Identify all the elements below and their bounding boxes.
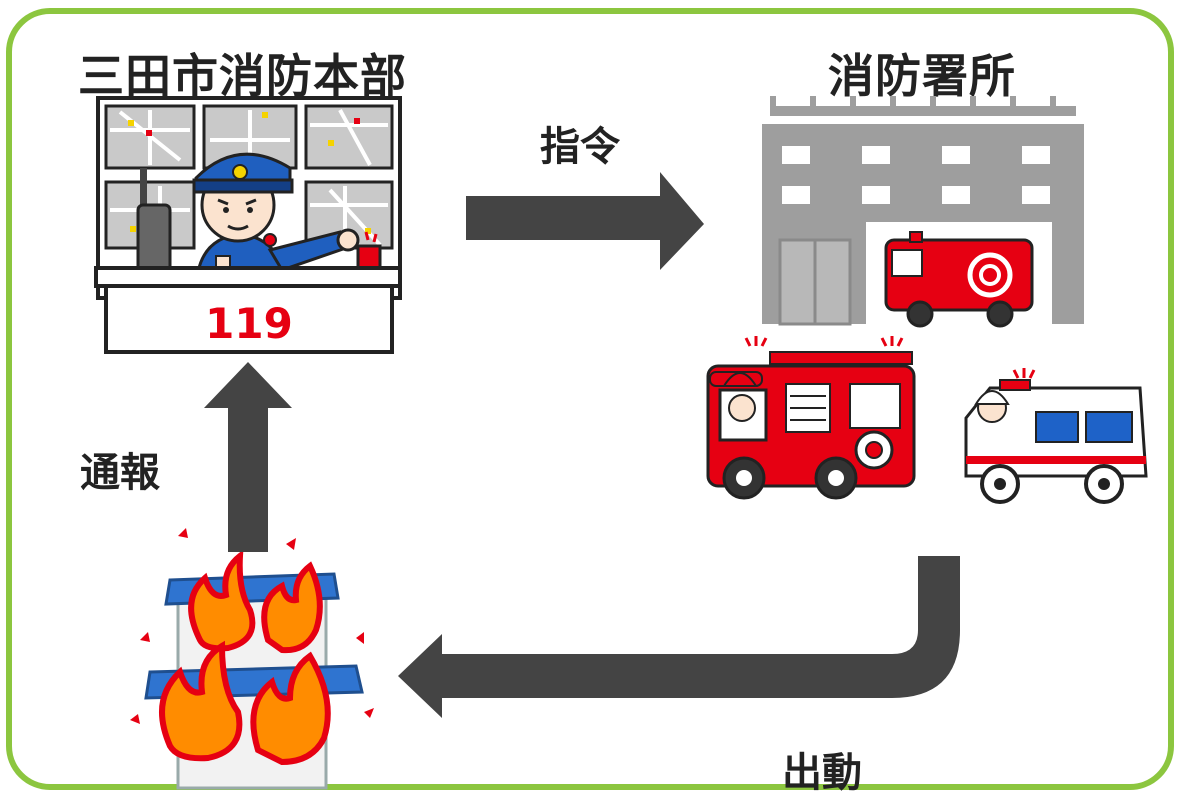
order-label: 指令	[540, 124, 620, 170]
hq-title: 三田市消防本部	[78, 49, 407, 103]
flow-arrows	[204, 172, 960, 718]
desk-119-text: 119	[205, 299, 293, 348]
dispatch-arrow	[398, 556, 960, 718]
station-title: 消防署所	[828, 49, 1016, 103]
order-arrow	[466, 172, 704, 270]
burning-house-icon	[130, 528, 374, 790]
dispatch-label: 出動	[782, 750, 862, 796]
dispatcher-console-icon: 119	[94, 96, 402, 354]
report-label: 通報	[80, 450, 160, 496]
fire-station-icon	[762, 96, 1084, 328]
fire-engine-icon	[706, 336, 916, 500]
report-arrow	[204, 362, 292, 552]
ambulance-icon	[964, 368, 1148, 504]
